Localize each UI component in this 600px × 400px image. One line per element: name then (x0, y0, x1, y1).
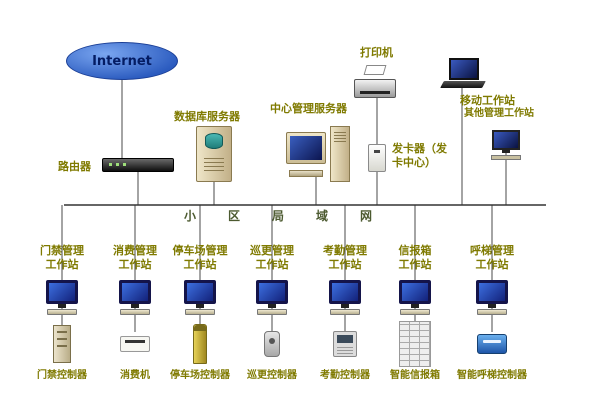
device-label: 门禁控制器 (37, 370, 87, 381)
laptop-screen (449, 58, 479, 80)
desktop-icon (486, 130, 526, 182)
workstation-column-elevator: 呼梯管理 工作站 智能呼梯控制器 (455, 0, 529, 400)
router-label: 路由器 (58, 160, 91, 173)
db-server-label: 数据库服务器 (174, 110, 240, 123)
other-workstation-label: 其他管理工作站 (464, 108, 534, 119)
workstation-monitor-icon (474, 280, 510, 315)
monitor-stand (502, 150, 510, 153)
center-server-tower-icon (330, 126, 350, 182)
mailbox-cabinet-icon (399, 321, 431, 367)
workstation-column-consumption: 消费管理 工作站 消费机 (98, 0, 172, 400)
printer-slot (360, 91, 390, 94)
monitor-screen (290, 136, 322, 160)
workstation-column-parking: 停车场管理 工作站 停车场控制器 (163, 0, 237, 400)
workstation-monitor-icon (327, 280, 363, 315)
workstation-column-access: 门禁管理 工作站 门禁控制器 (25, 0, 99, 400)
workstation-label: 停车场管理 工作站 (172, 244, 228, 271)
card-dispenser-icon (368, 144, 386, 172)
server-vents (204, 157, 224, 171)
printer-icon (354, 65, 396, 98)
workstation-column-patrol: 巡更管理 工作站 巡更控制器 (235, 0, 309, 400)
workstation-label: 消费管理 工作站 (113, 244, 157, 271)
server-vents (334, 132, 346, 142)
database-server-icon (196, 126, 232, 182)
printer-label: 打印机 (360, 46, 393, 59)
workstation-column-mailbox: 信报箱 工作站 智能信报箱 (378, 0, 452, 400)
workstation-monitor-icon (44, 280, 80, 315)
workstation-monitor-icon (182, 280, 218, 315)
keyboard-icon (491, 155, 521, 160)
device-label: 智能信报箱 (390, 370, 440, 381)
center-server-monitor-icon (286, 132, 326, 164)
workstation-monitor-icon (397, 280, 433, 315)
device-label: 消费机 (120, 370, 150, 381)
access-controller-icon (53, 325, 71, 363)
device-label: 考勤控制器 (320, 370, 370, 381)
internet-cloud: Internet (66, 42, 178, 80)
card-slot (374, 150, 380, 153)
device-label: 巡更控制器 (247, 370, 297, 381)
workstation-monitor-icon (254, 280, 290, 315)
elevator-controller-icon (477, 334, 507, 354)
device-label: 智能呼梯控制器 (457, 370, 527, 381)
workstation-label: 呼梯管理 工作站 (470, 244, 514, 271)
parking-controller-icon (193, 324, 207, 364)
router-lights (109, 163, 129, 166)
lan-bus-label: 小区局域网 (184, 209, 405, 223)
internet-label: Internet (92, 53, 152, 69)
center-server-keyboard-icon (289, 170, 323, 177)
router-icon (102, 158, 174, 172)
pos-machine-icon (120, 336, 150, 352)
card-center-label: 发卡器（发卡中心） (392, 142, 447, 169)
attendance-controller-icon (333, 331, 357, 357)
workstation-label: 巡更管理 工作站 (250, 244, 294, 271)
workstation-column-attendance: 考勤管理 工作站 考勤控制器 (308, 0, 382, 400)
monitor-screen (492, 130, 520, 150)
workstation-label: 门禁管理 工作站 (40, 244, 84, 271)
database-cylinder-icon (205, 133, 223, 149)
laptop-icon (440, 58, 486, 94)
workstation-label: 考勤管理 工作站 (323, 244, 367, 271)
center-server-label: 中心管理服务器 (270, 102, 347, 115)
workstation-label: 信报箱 工作站 (398, 244, 432, 271)
workstation-monitor-icon (117, 280, 153, 315)
mobile-workstation-label: 移动工作站 (460, 94, 515, 107)
patrol-controller-icon (264, 331, 280, 357)
device-label: 停车场控制器 (170, 370, 230, 381)
